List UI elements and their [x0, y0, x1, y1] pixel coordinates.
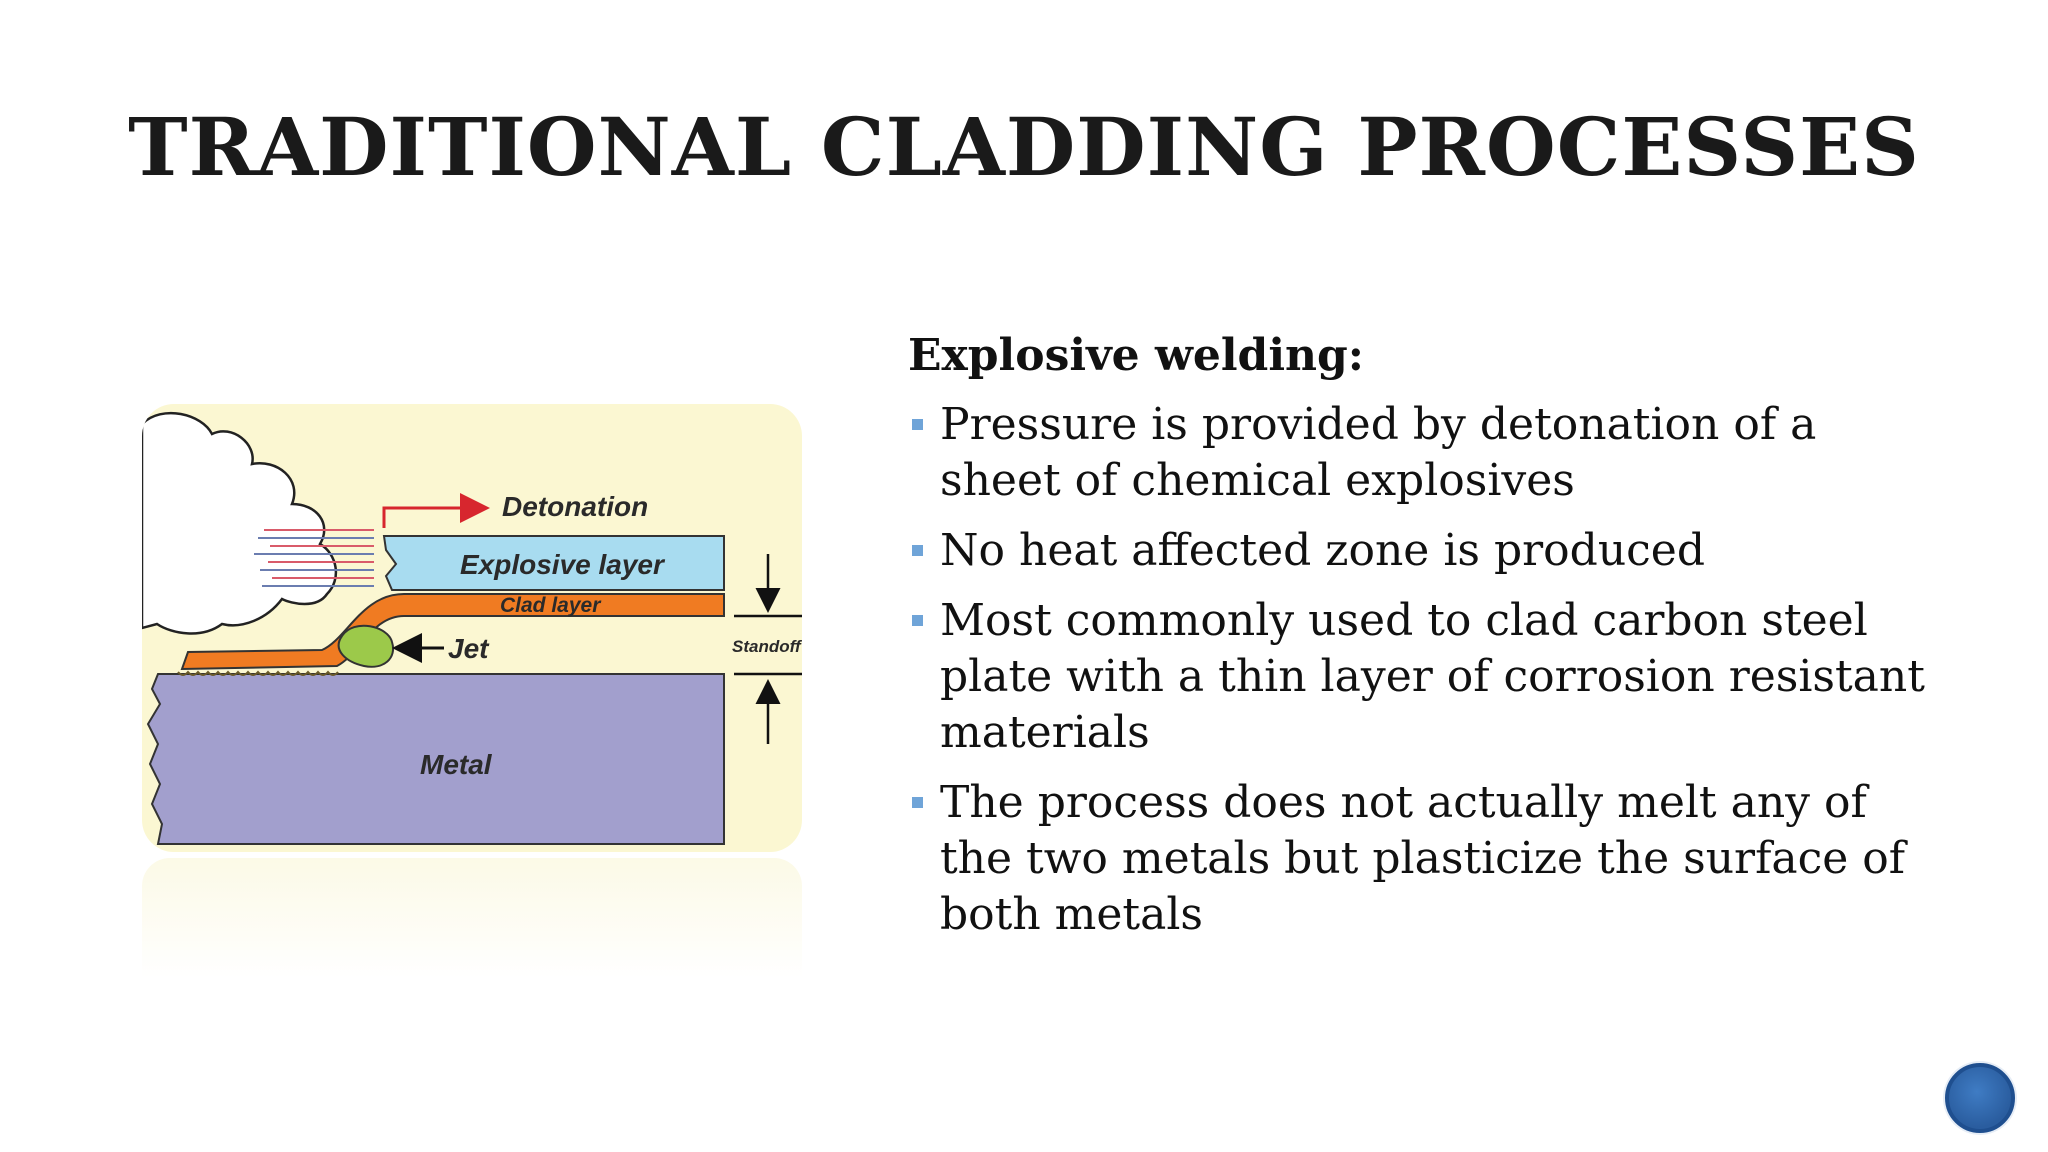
- bullet-list: Pressure is provided by detonation of a …: [908, 397, 1928, 943]
- clad-layer-shape: [180, 593, 725, 671]
- bullet-text: Most commonly used to clad carbon steel …: [940, 594, 1925, 758]
- label-detonation: Detonation: [502, 491, 648, 522]
- circle-nav-icon[interactable]: [1945, 1063, 2015, 1133]
- bullet-item: No heat affected zone is produced: [908, 523, 1928, 579]
- bullet-text: Pressure is provided by detonation of a …: [940, 398, 1817, 506]
- bullet-text: No heat affected zone is produced: [940, 524, 1706, 576]
- speed-lines: [254, 529, 374, 587]
- bullet-item: The process does not actually melt any o…: [908, 775, 1928, 943]
- jet-shape: [337, 624, 395, 668]
- label-jet: Jet: [448, 633, 490, 664]
- section-heading: Explosive welding:: [908, 330, 1365, 381]
- label-explosive-layer: Explosive layer: [460, 549, 666, 580]
- figure-reflection: [142, 858, 802, 978]
- square-bullet-icon: [912, 418, 923, 430]
- square-bullet-icon: [912, 614, 923, 626]
- label-standoff: Standoff: [732, 637, 802, 656]
- label-metal: Metal: [420, 749, 493, 780]
- explosive-welding-diagram: Detonation Explosive layer Clad layer Je…: [142, 404, 802, 852]
- square-bullet-icon: [912, 796, 923, 808]
- metal-base: [146, 673, 725, 845]
- bullet-item: Most commonly used to clad carbon steel …: [908, 593, 1928, 761]
- explosive-layer-shape: [382, 535, 725, 591]
- standoff-indicator: [734, 554, 802, 744]
- slide-content: Explosive welding: Pressure is provided …: [908, 330, 1928, 957]
- wavy-bond-interface: [177, 670, 339, 676]
- label-clad-layer: Clad layer: [500, 594, 602, 617]
- slide-title: TRADITIONAL CLADDING PROCESSES: [128, 100, 1920, 194]
- square-bullet-icon: [912, 544, 923, 556]
- bullet-item: Pressure is provided by detonation of a …: [908, 397, 1928, 509]
- bullet-text: The process does not actually melt any o…: [940, 776, 1906, 940]
- detonation-arrow: [382, 493, 490, 528]
